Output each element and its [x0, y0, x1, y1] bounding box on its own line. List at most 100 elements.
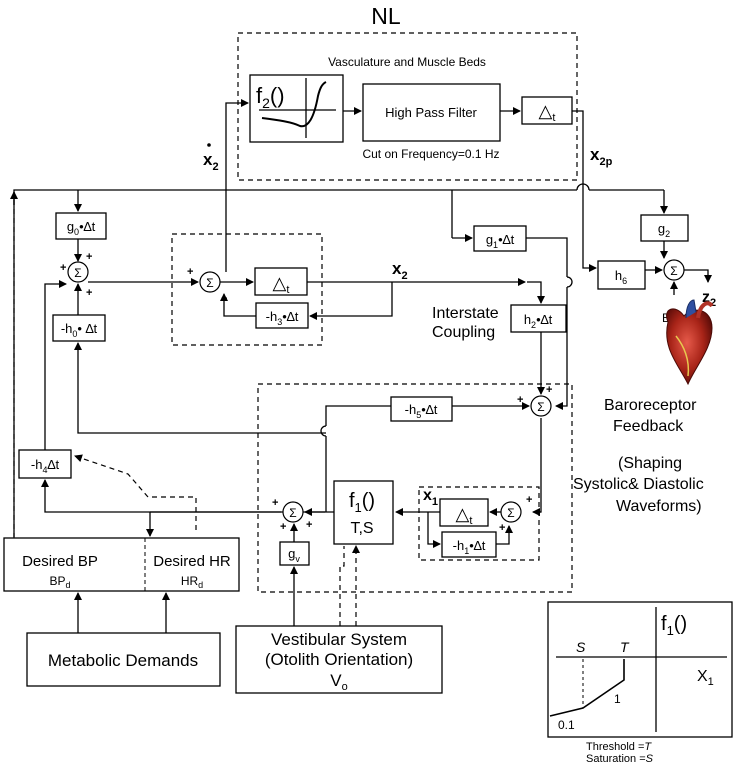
- baroreceptor-label-2: Feedback: [613, 418, 684, 435]
- sum3-plus-left: +: [187, 266, 193, 278]
- f1-box: [333, 480, 394, 545]
- inset-t-label: T: [620, 639, 630, 655]
- x2-delay-box: [254, 267, 308, 296]
- sum5-junction: [530, 395, 552, 417]
- inset-low-label: 0.1: [558, 718, 575, 732]
- metabolic-demands-label: Metabolic Demands: [48, 651, 198, 670]
- h4-to-sum0-arrow: [44, 280, 67, 450]
- g2-label: g2: [658, 221, 670, 239]
- heart-icon: [666, 299, 714, 386]
- vestibular-system-box: [235, 625, 443, 694]
- f2-label: f2(): [256, 83, 285, 111]
- h0-label: -h0• ∆t: [61, 321, 98, 339]
- x1-delay-box: [439, 498, 489, 527]
- h3-to-sum3-arrow: [220, 293, 256, 317]
- sumout-symbol: Σ: [670, 264, 677, 278]
- h5-crossover: [320, 425, 327, 437]
- vestibular-line2: (Otolith Orientation): [265, 650, 413, 669]
- sum-hr-plus-left: +: [272, 497, 278, 509]
- g1-crossover: [566, 276, 573, 288]
- x2-delay-label: △t: [273, 273, 290, 296]
- sumout-to-z2-arrow: [684, 269, 712, 283]
- threshold-note: Threshold =T: [586, 741, 652, 753]
- x1-to-h1-arrow: [427, 512, 441, 548]
- h3-label: -h3•∆t: [266, 309, 299, 327]
- x1-delay-label: △t: [456, 504, 473, 527]
- f1-params: T,S: [350, 520, 373, 537]
- metabolic-demands-box: [26, 632, 221, 687]
- shaping-label-3: Waveforms): [616, 498, 702, 515]
- h5-box: [390, 396, 453, 422]
- desired-bp-symbol: BPd: [49, 574, 70, 590]
- x2p-label: x2p: [590, 145, 613, 168]
- f2-curve: [261, 81, 327, 128]
- vasculature-label: Vasculature and Muscle Beds: [328, 55, 486, 69]
- inset-slope-label: 1: [614, 692, 621, 706]
- h4-box: [18, 449, 72, 479]
- cutoff-label: Cut on Frequency=0.1 Hz: [362, 147, 499, 161]
- sum1-symbol: Σ: [507, 506, 514, 520]
- g1-line-down: [526, 237, 568, 277]
- h2-label: h2•∆t: [524, 312, 553, 330]
- interstate-label-2: Coupling: [432, 324, 495, 341]
- shaping-label-1: (Shaping: [618, 455, 682, 472]
- h2-box: [510, 304, 567, 333]
- shaping-label-2: Systolic& Diastolic: [573, 476, 704, 493]
- x1-label: x1: [423, 487, 438, 508]
- x1-to-h4-arrow: [41, 479, 325, 513]
- h6-label: h6: [615, 268, 627, 286]
- sum1-plus-bottom: +: [499, 522, 505, 534]
- h3-box: [255, 302, 309, 329]
- nl-delay-label: △t: [539, 101, 556, 124]
- desired-hr-label: Desired HR: [153, 553, 231, 570]
- sum0-symbol: Σ: [74, 266, 81, 280]
- g2-box: [640, 214, 689, 242]
- h5-left-line: [325, 405, 391, 426]
- g1-to-sum5-arrow: [555, 287, 568, 410]
- sum3-symbol: Σ: [206, 276, 213, 290]
- h5-line-to-h0: [74, 342, 326, 434]
- hpf-label: High Pass Filter: [385, 105, 477, 120]
- sum0-plus-bottom: +: [86, 287, 92, 299]
- x2dot-label: x2: [203, 150, 219, 173]
- h6-box: [597, 260, 646, 290]
- inset-s-label: S: [576, 639, 586, 655]
- inset-f1-label: f1(): [661, 613, 687, 638]
- inset-x1-label: X1: [697, 668, 714, 688]
- nl-delay-box: [521, 96, 573, 125]
- heart-rate-block-boundary: [257, 383, 573, 593]
- inset-curve: [549, 659, 625, 717]
- baroreceptor-label-1: Baroreceptor: [604, 397, 697, 414]
- sum5-symbol: Σ: [537, 400, 544, 414]
- hr-to-h4-dashed: [74, 454, 197, 530]
- vestibular-symbol: Vo: [330, 671, 347, 693]
- gv-label: gv: [288, 546, 300, 564]
- sum-hr-plus-bottom: +: [280, 521, 286, 533]
- x2-to-h2-arrow: [527, 281, 545, 304]
- x2-integrator-boundary: [171, 233, 323, 346]
- x2dot-feed-line: [225, 99, 249, 272]
- vestibular-line1: Vestibular System: [271, 630, 407, 649]
- interstate-label-1: Interstate: [432, 305, 499, 322]
- sum1-plus-right: +: [526, 494, 532, 506]
- z2-label: z2: [702, 289, 716, 309]
- sum5-plus-left: +: [517, 394, 523, 406]
- sum0-junction: [67, 261, 89, 283]
- rail-crossover: [576, 183, 590, 191]
- vestibular-to-f1-dashed-b: [339, 546, 345, 626]
- sum-hr-plus-right: +: [306, 519, 312, 531]
- f1-label: f1(): [349, 490, 375, 515]
- desired-hr-symbol: HRd: [181, 574, 203, 590]
- h5-label: -h5•∆t: [405, 402, 438, 420]
- g0-box: [55, 212, 107, 240]
- sum0-plus-top: +: [86, 251, 92, 263]
- sum-hr-symbol: Σ: [289, 506, 296, 520]
- h4-label: -h4∆t: [31, 457, 60, 475]
- h0-box: [52, 314, 106, 342]
- h1-to-sum1-arrow: [496, 525, 513, 545]
- x2p-line: [572, 110, 597, 272]
- f2-box: [249, 74, 344, 143]
- high-pass-filter-box: [362, 83, 501, 142]
- x1-integrator-boundary: [418, 486, 540, 561]
